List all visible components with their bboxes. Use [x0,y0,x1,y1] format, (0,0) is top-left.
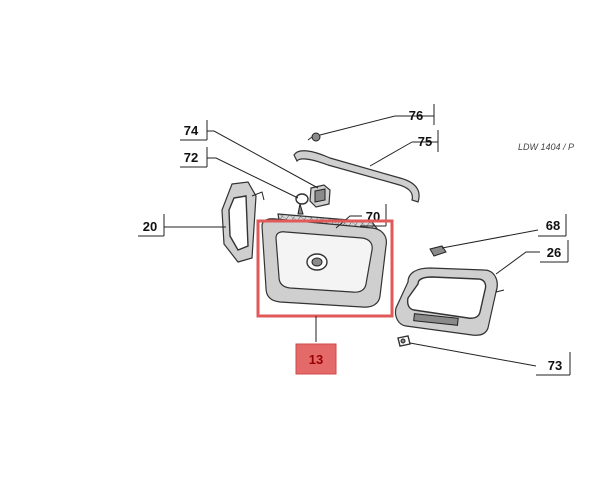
callout-74: 74 [180,120,319,189]
reference-code: LDW 1404 / P [518,142,574,152]
part-76-screw [307,132,321,142]
selection-highlight-box[interactable] [256,219,394,318]
svg-text:20: 20 [143,219,157,234]
part-13-front-grille [261,218,387,308]
svg-text:74: 74 [184,123,199,138]
svg-text:73: 73 [548,358,562,373]
part-72-pin [295,193,309,215]
svg-text:26: 26 [547,245,561,260]
svg-text:76: 76 [409,108,423,123]
svg-text:68: 68 [546,218,560,233]
part-68-clip [429,245,447,257]
svg-text:75: 75 [418,134,432,149]
part-26-right-lamp-housing [394,267,505,336]
svg-text:13: 13 [309,352,323,367]
callout-20: 20 [138,214,226,237]
callout-75: 75 [369,130,439,167]
callout-68: 68 [441,214,567,249]
part-20-left-lamp-surround [221,181,265,263]
selected-part-label-13[interactable]: 13 [295,343,337,375]
callout-26: 26 [495,240,569,275]
callout-73: 73 [409,342,571,376]
part-73-bulb [397,335,411,347]
callout-76: 76 [319,104,435,136]
part-74-clip [309,184,331,208]
part-75-trim-strip [293,150,420,203]
svg-text:72: 72 [184,150,198,165]
callout-72: 72 [180,147,299,199]
